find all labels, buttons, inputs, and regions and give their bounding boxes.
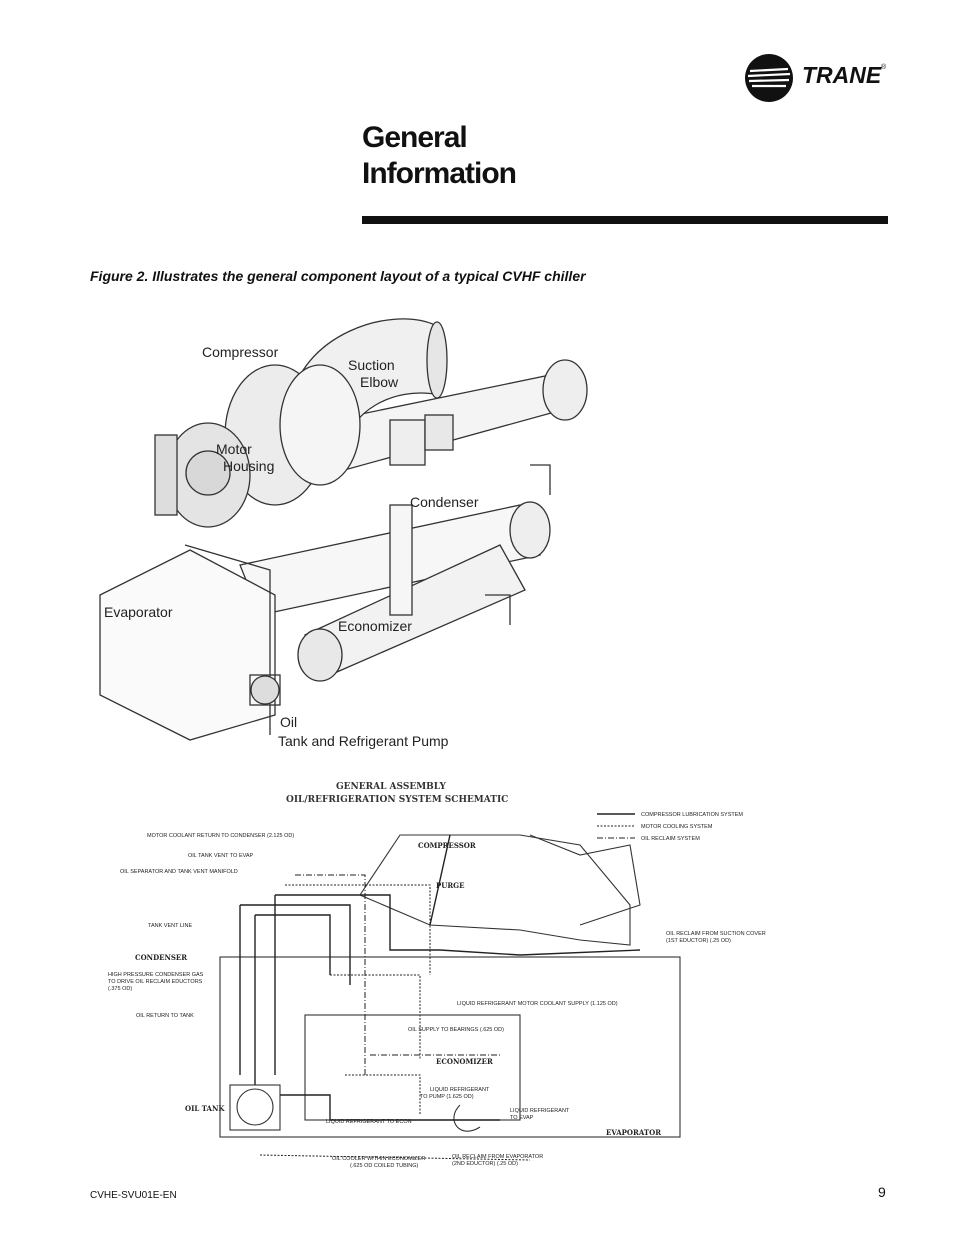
label-oil-separator: OIL SEPARATOR AND TANK VENT MANIFOLD: [120, 869, 238, 875]
label-evaporator-sch: EVAPORATOR: [606, 1128, 661, 1137]
trane-globe-icon: [745, 54, 793, 102]
label-hp-gas-2: TO DRIVE OIL RECLAIM EDUCTORS: [108, 979, 203, 985]
label-oil-cooler-1: OIL COOLER WITHIN ECONOMIZER: [332, 1156, 425, 1162]
label-suction-1: Suction: [348, 357, 395, 373]
legend-lubrication: COMPRESSOR LUBRICATION SYSTEM: [641, 812, 743, 818]
label-economizer-sch: ECONOMIZER: [436, 1057, 493, 1066]
label-evaporator: Evaporator: [104, 604, 173, 620]
label-condenser: Condenser: [410, 494, 479, 510]
title-line-1: General: [362, 121, 468, 154]
label-reclaim-suction-2: (1ST EDUCTOR) (.25 OD): [666, 938, 731, 944]
trane-logo: TRANE ®: [744, 53, 894, 103]
chiller-layout-drawing: Compressor Suction Elbow Motor Housing C…: [99, 318, 588, 749]
label-oil-tank-pump: Tank and Refrigerant Pump: [278, 733, 449, 749]
label-liq-pump-2: TO PUMP (1.625 OD): [420, 1094, 474, 1100]
page-title: General Information: [362, 120, 762, 192]
label-liq-econ: LIQUID REFRIGERANT TO ECON: [326, 1119, 412, 1125]
label-motor-1: Motor: [216, 441, 252, 457]
registered-mark: ®: [881, 64, 887, 71]
label-oil-supply: OIL SUPPLY TO BEARINGS (.625 OD): [408, 1027, 504, 1033]
brand-name: TRANE: [802, 62, 882, 88]
label-condenser-sch: CONDENSER: [135, 953, 187, 962]
legend-motor-cooling: MOTOR COOLING SYSTEM: [641, 824, 713, 830]
label-liquid-motor-supply: LIQUID REFRIGERANT MOTOR COOLANT SUPPLY …: [457, 1001, 618, 1007]
label-motor-2: Housing: [223, 458, 274, 474]
label-economizer: Economizer: [338, 618, 412, 634]
label-oil-cooler-2: (.625 OD COILED TUBING): [350, 1163, 419, 1169]
label-hp-gas-3: (.375 OD): [108, 986, 132, 992]
legend-oil-reclaim: OIL RECLAIM SYSTEM: [641, 836, 700, 842]
schematic-title-2: OIL/REFRIGERATION SYSTEM SCHEMATIC: [286, 795, 508, 805]
label-reclaim-evap-1: OIL RECLAIM FROM EVAPORATOR: [452, 1154, 543, 1160]
label-compressor: Compressor: [202, 344, 279, 360]
label-liq-evap-2: TO EVAP: [510, 1115, 534, 1121]
label-hp-gas-1: HIGH PRESSURE CONDENSER GAS: [108, 972, 204, 978]
label-oil-tank-sch: OIL TANK: [185, 1104, 225, 1113]
label-motor-coolant-return: MOTOR COOLANT RETURN TO CONDENSER (2.125…: [147, 833, 294, 839]
label-oil: Oil: [280, 714, 297, 730]
document-code: CVHE-SVU01E-EN: [90, 1190, 177, 1201]
title-line-2: Information: [362, 157, 517, 190]
label-reclaim-evap-2: (2ND EDUCTOR) (.25 OD): [452, 1161, 518, 1167]
page-number: 9: [878, 1184, 886, 1200]
label-liq-pump-1: LIQUID REFRIGERANT: [430, 1087, 490, 1093]
label-oil-tank-vent: OIL TANK VENT TO EVAP: [188, 853, 254, 859]
label-suction-2: Elbow: [360, 374, 399, 390]
oil-refrigeration-schematic: GENERAL ASSEMBLY OIL/REFRIGERATION SYSTE…: [108, 782, 766, 1169]
schematic-title-1: GENERAL ASSEMBLY: [336, 782, 447, 792]
label-reclaim-suction-1: OIL RECLAIM FROM SUCTION COVER: [666, 931, 766, 937]
label-oil-return: OIL RETURN TO TANK: [136, 1013, 194, 1019]
figure-caption: Figure 2. Illustrates the general compon…: [90, 268, 586, 284]
label-compressor-sch: COMPRESSOR: [418, 841, 476, 850]
label-tank-vent: TANK VENT LINE: [148, 923, 192, 929]
label-purge: PURGE: [436, 881, 465, 890]
label-liq-evap-1: LIQUID REFRIGERANT: [510, 1108, 570, 1114]
title-rule: [362, 216, 888, 224]
